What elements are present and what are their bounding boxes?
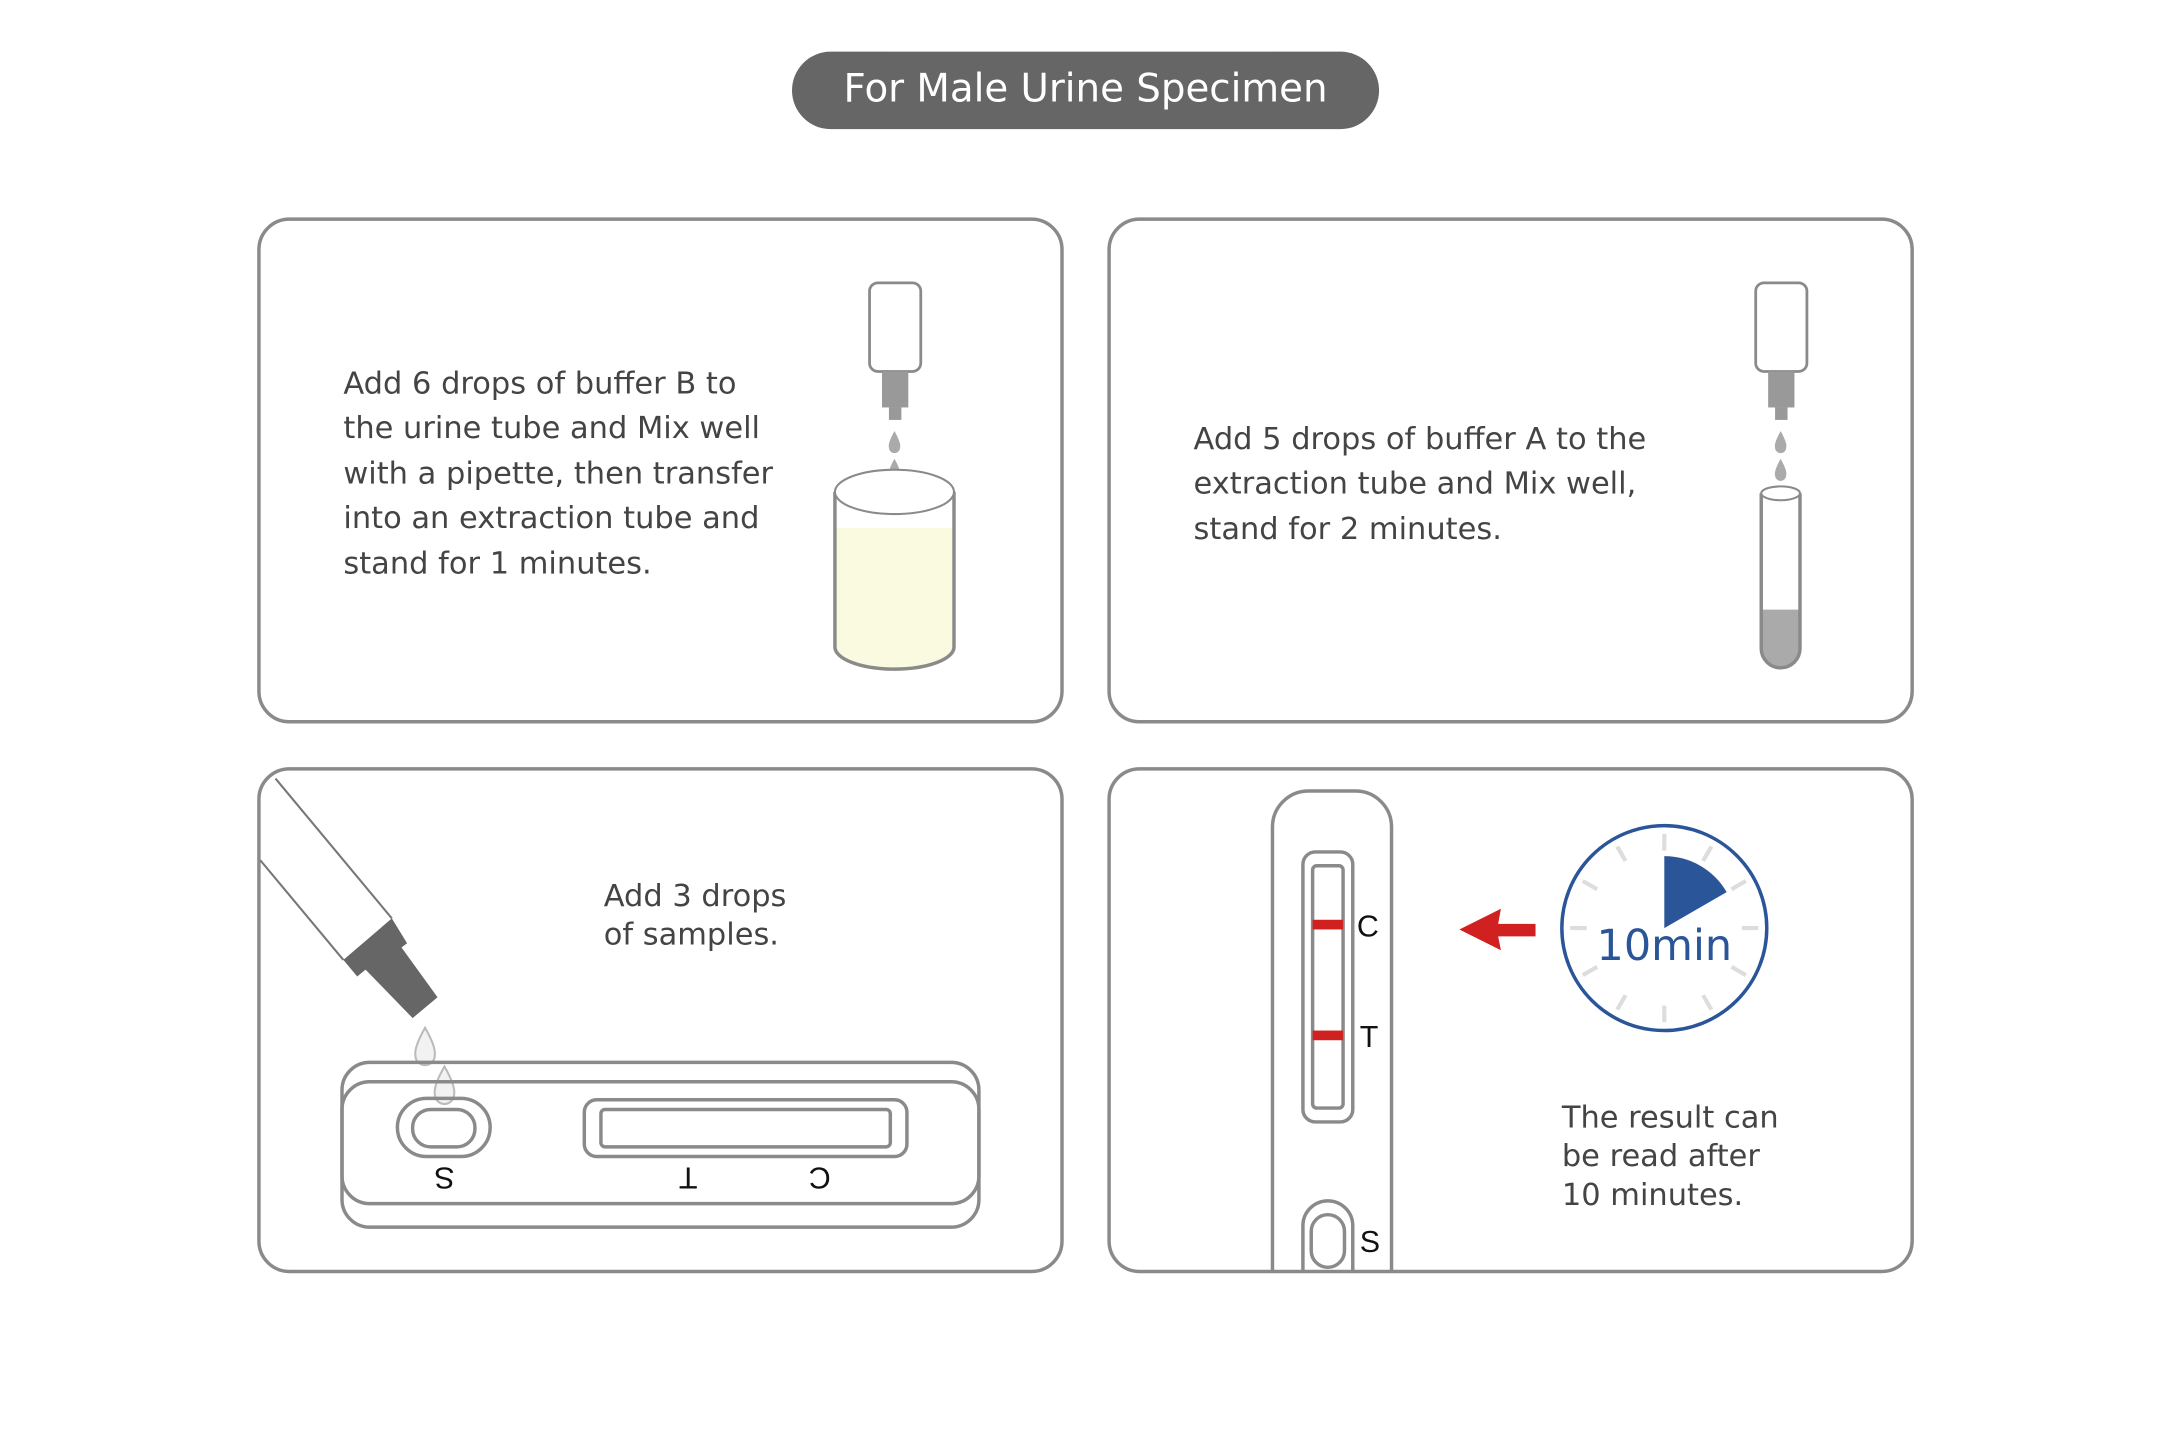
cassette-label-t: T [679,1161,698,1195]
timer-label: 10min [1597,921,1733,971]
step-1-text: Add 6 drops of buffer B to the urine tub… [343,367,782,582]
clock-tick [1581,965,1599,977]
pipette-icon [259,777,456,1105]
clock-tick [1701,994,1714,1011]
strip-label-c: C [1357,909,1379,943]
clock-tick [1701,845,1714,862]
test-strip-icon: C T S [1270,789,1394,1271]
timer-clock-icon: 10min [1560,823,1769,1033]
clock-tick [1730,965,1747,977]
clock-tick [1730,879,1747,892]
title-banner: For Male Urine Specimen [792,51,1380,130]
step-4-text: The result can be read after 10 minutes. [1561,1100,1789,1213]
clock-tick [1581,879,1599,892]
step-1-panel: Add 6 drops of buffer B to the urine tub… [257,217,1064,724]
cassette-label-s: S [434,1161,454,1195]
step-4-panel: C T S 10min The result can be read after… [1107,767,1914,1274]
dropper-bottle-icon [1754,281,1809,481]
title: For Male Urine Specimen [844,66,1328,111]
step-3-text: Add 3 drops of samples. [604,879,796,953]
strip-label-s: S [1360,1225,1380,1259]
step-2-text: Add 5 drops of buffer A to the extractio… [1194,422,1656,547]
step-3-panel: Add 3 drops of samples. S T C [257,767,1064,1274]
extraction-tube-icon [1759,485,1802,670]
clock-tick [1615,994,1628,1011]
step-2-panel: Add 5 drops of buffer A to the extractio… [1107,217,1914,724]
test-cassette-icon: S T C [340,1060,981,1229]
clock-tick [1615,845,1628,862]
arrow-left-icon [1459,908,1536,951]
cassette-label-c: C [809,1161,831,1195]
urine-cup-icon [833,468,956,671]
strip-label-t: T [1360,1020,1379,1054]
